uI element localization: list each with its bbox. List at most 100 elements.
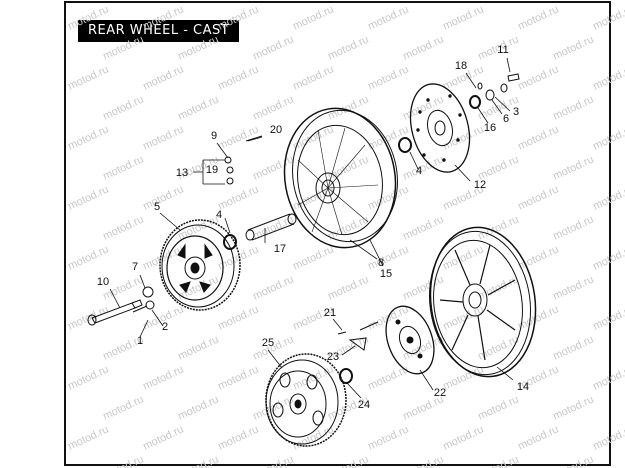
watermark: motod.ru: [591, 123, 625, 152]
watermark: motod.ru: [141, 363, 185, 392]
watermark: motod.ru: [591, 363, 625, 392]
watermark: motod.ru: [516, 423, 560, 452]
watermark: motod.ru: [366, 423, 410, 452]
watermark: motod.ru: [101, 93, 145, 122]
watermark: motod.ru: [401, 213, 445, 242]
watermark: motod.ru: [441, 123, 485, 152]
watermark: motod.ru: [101, 33, 145, 62]
watermark: motod.ru: [216, 183, 260, 212]
watermark: motod.ru: [516, 63, 560, 92]
watermark: motod.ru: [551, 333, 595, 362]
watermark: motod.ru: [216, 303, 260, 332]
watermark: motod.ru: [176, 93, 220, 122]
callout-numbers: 1 2 3 4 4 5 6 7 8 9 10 11 12 13 14 15 16…: [97, 44, 529, 411]
watermark: motod.ru: [441, 3, 485, 32]
watermark: motod.ru: [101, 213, 145, 242]
watermark: motod.ru: [101, 393, 145, 422]
watermark: motod.ru: [251, 273, 295, 302]
watermark: motod.ru: [141, 123, 185, 152]
watermark: motod.ru: [176, 393, 220, 422]
watermark: motod.ru: [591, 243, 625, 272]
callout-8: 8: [378, 257, 384, 269]
laced-wheel-part: [283, 107, 398, 249]
watermark: motod.ru: [216, 423, 260, 452]
watermark: motod.ru: [366, 63, 410, 92]
watermark: motod.ru: [326, 33, 370, 62]
watermark: motod.ru: [66, 3, 110, 32]
callout-20: 20: [270, 124, 282, 136]
callout-14: 14: [517, 381, 529, 393]
callout-22: 22: [434, 387, 446, 399]
watermark: motod.ru: [551, 153, 595, 182]
callout-4-upper: 4: [216, 209, 222, 221]
callout-17: 17: [274, 243, 286, 255]
watermark: motod.ru: [176, 333, 220, 362]
watermark: motod.ru: [291, 3, 335, 32]
callout-9: 9: [211, 130, 217, 142]
watermark: motod.ru: [401, 93, 445, 122]
watermark: motod.ru: [551, 273, 595, 302]
watermark: motod.ru: [216, 3, 260, 32]
small-hardware-parts: [132, 73, 520, 384]
watermark: motod.ru: [216, 63, 260, 92]
watermark: motod.ru: [401, 453, 445, 468]
axle-bolt-part: [87, 299, 143, 326]
diagram-frame: REAR WHEEL - CAST: [64, 1, 611, 466]
watermark: motod.ru: [516, 183, 560, 212]
watermark: motod.ru: [591, 303, 625, 332]
watermark: motod.ru: [591, 423, 625, 452]
watermark: motod.ru: [591, 63, 625, 92]
watermark: motod.ru: [216, 363, 260, 392]
watermark: motod.ru: [176, 33, 220, 62]
callout-24: 24: [358, 399, 370, 411]
callout-25: 25: [262, 337, 274, 349]
callout-6: 6: [503, 113, 509, 125]
watermark: motod.ru: [551, 93, 595, 122]
callout-7: 7: [132, 261, 138, 273]
watermark: motod.ru: [516, 123, 560, 152]
callout-3: 3: [513, 106, 519, 118]
watermark: motod.ru: [401, 33, 445, 62]
callout-19: 19: [206, 164, 218, 176]
watermark: motod.ru: [516, 3, 560, 32]
watermark: motod.ru: [66, 243, 110, 272]
sprocket-lower-part: [265, 353, 347, 447]
watermark: motod.ru: [251, 453, 295, 468]
watermark: motod.ru: [326, 453, 370, 468]
watermark: motod.ru: [66, 183, 110, 212]
sprocket-upper-part: [159, 219, 241, 311]
callout-2: 2: [162, 321, 168, 333]
watermark: motod.ru: [251, 213, 295, 242]
watermark: motod.ru: [66, 123, 110, 152]
watermark: motod.ru: [66, 63, 110, 92]
callout-5: 5: [154, 201, 160, 213]
cast-wheel-part: [428, 226, 537, 378]
watermark: motod.ru: [441, 423, 485, 452]
watermark: motod.ru: [101, 153, 145, 182]
watermark: motod.ru: [326, 273, 370, 302]
watermark: motod.ru: [101, 453, 145, 468]
callout-11: 11: [497, 44, 508, 56]
watermark: motod.ru: [141, 423, 185, 452]
watermark: motod.ru: [366, 183, 410, 212]
diagram-title: REAR WHEEL - CAST: [78, 20, 240, 42]
leader-lines: [109, 57, 514, 399]
watermark: motod.ru: [66, 423, 110, 452]
watermark: motod.ru: [326, 153, 370, 182]
callout-21: 21: [324, 307, 336, 319]
watermark: motod.ru: [141, 183, 185, 212]
brake-disc-part: [409, 83, 471, 173]
watermark: motod.ru: [176, 453, 220, 468]
callout-4-disc: 4: [416, 165, 422, 177]
watermark: motod.ru: [476, 453, 520, 468]
watermark: motod.ru: [251, 93, 295, 122]
watermark: motod.ru: [291, 63, 335, 92]
callout-18: 18: [455, 60, 467, 72]
watermark: motod.ru: [401, 273, 445, 302]
watermark: motod.ru: [66, 363, 110, 392]
callout-16: 16: [484, 122, 496, 134]
watermark: motod.ru: [551, 453, 595, 468]
callout-13: 13: [176, 167, 188, 179]
watermark: motod.ru: [291, 243, 335, 272]
